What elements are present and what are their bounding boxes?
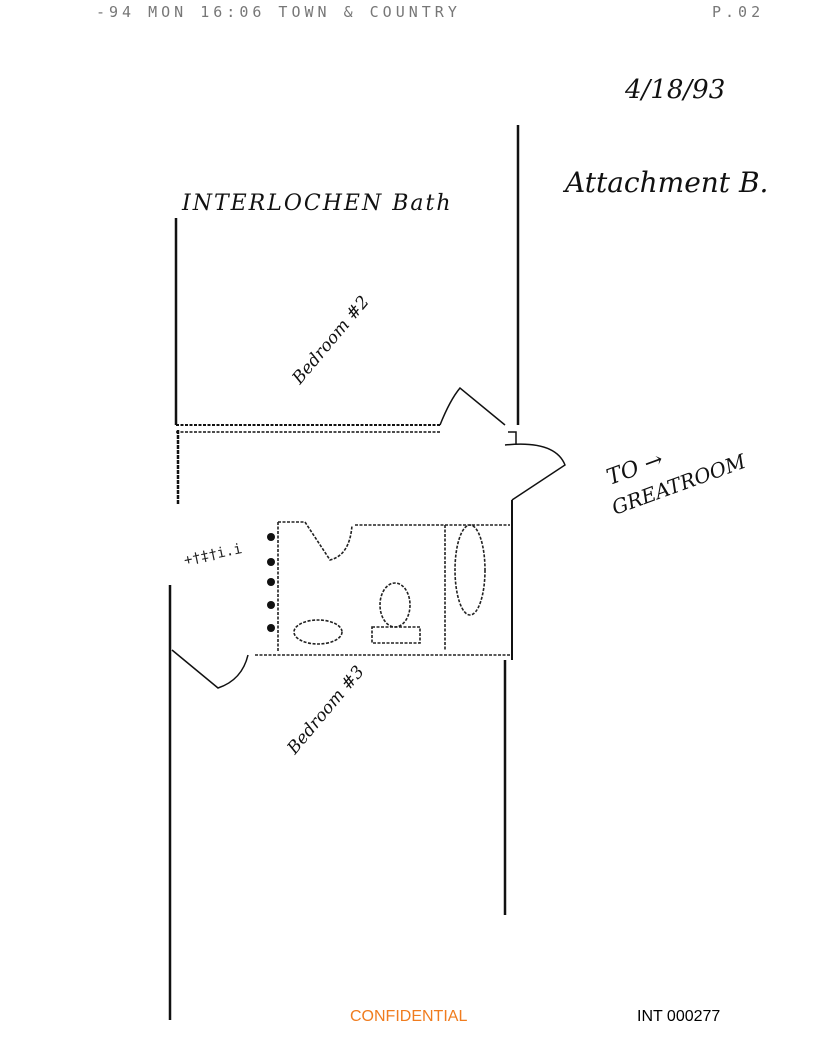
closet-rod [267,533,275,632]
handwritten-date: 4/18/93 [624,75,725,105]
attachment-label: Attachment B. [562,166,768,199]
bedroom-2-label: Bedroom #2 [288,292,374,389]
bathroom [255,521,510,656]
bedroom-3-label: Bedroom #3 [283,662,369,759]
fax-page-number: P.02 [712,3,765,21]
bates-number: INT 000277 [637,1008,721,1025]
confidential-stamp: CONFIDENTIAL [350,1008,468,1025]
plan-title: INTERLOCHEN Bath [181,191,453,216]
closet-marks: +†‡†i.i [183,541,244,569]
walls [168,125,566,1020]
fax-header-line: -94 MON 16:06 TOWN & COUNTRY [96,3,461,21]
